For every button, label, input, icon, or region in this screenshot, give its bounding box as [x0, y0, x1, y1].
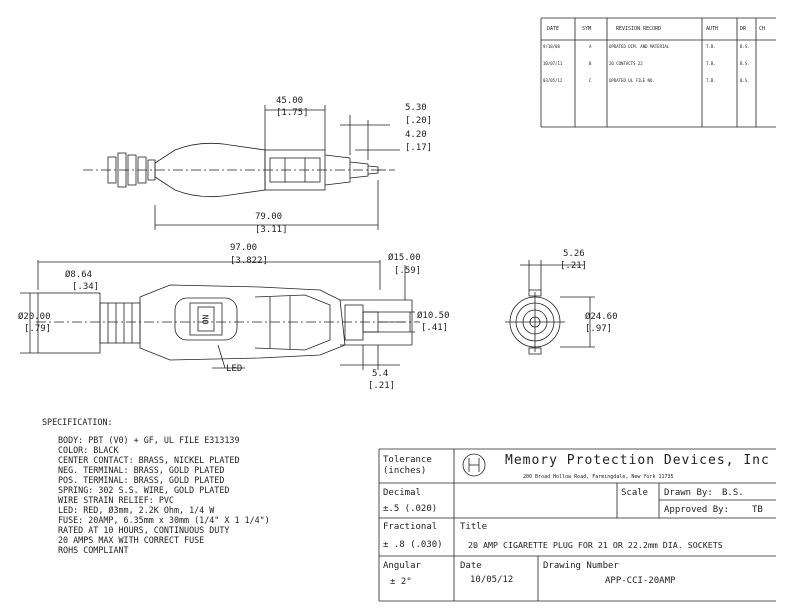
rev-header-record: REVISION RECORD: [616, 26, 662, 32]
drawing-title: 20 AMP CIGARETTE PLUG FOR 21 OR 22.2mm D…: [468, 540, 723, 550]
spec-line: ROHS COMPLIANT: [58, 545, 129, 555]
dim-4-2-in: [.17]: [405, 143, 433, 153]
dim-5-26: 5.26: [563, 249, 585, 259]
angular-value: ± 2°: [390, 577, 412, 587]
drawing-number: APP-CCI-20AMP: [605, 576, 676, 586]
scale-label: Scale: [621, 488, 649, 498]
dim-8-64: Ø8.64: [65, 270, 93, 280]
plug-side-view: [36, 284, 420, 361]
dim-97: 97.00: [230, 243, 258, 253]
rev-row-2-record: 20 CONTACTS 22: [609, 61, 643, 66]
spec-line: SPRING: 302 S.S. WIRE, GOLD PLATED: [58, 485, 230, 495]
rev-row-2-sym: B: [589, 61, 592, 66]
date-value: 10/05/12: [470, 575, 514, 585]
rev-row-2-date: 10/07/11: [543, 61, 563, 66]
dim-79: 79.00: [255, 212, 283, 222]
rev-row-3-sym: C: [589, 78, 592, 83]
tolerance-label: Tolerance: [383, 455, 432, 465]
dim-5-3: 5.30: [405, 103, 427, 113]
rev-row-3-date: 03/05/12: [543, 78, 563, 83]
title-label: Title: [460, 522, 488, 532]
rev-row-2-auth: T.B.: [706, 61, 716, 66]
spec-line: NEG. TERMINAL: BRASS, GOLD PLATED: [58, 465, 225, 475]
drawing-number-label: Drawing Number: [543, 561, 619, 571]
approved-by-value: TB: [752, 505, 763, 515]
rev-row-2-dr: B.S.: [740, 61, 750, 66]
spec-line: LED: RED, Ø3mm, 2.2K Ohm, 1/4 W: [58, 505, 215, 515]
rev-header-dr: DR: [740, 26, 747, 32]
dim-15: Ø15.00: [388, 253, 421, 263]
dim-5-3-in: [.20]: [405, 116, 433, 126]
plug-top-view: [83, 142, 395, 198]
company-address: 200 Broad Hollow Road, Farmingdale, New …: [523, 474, 674, 480]
dim-20-in: [.79]: [24, 324, 52, 334]
spec-line: BODY: PBT (V0) + GF, UL FILE E313139: [58, 435, 240, 445]
rev-header-auth: AUTH: [706, 26, 719, 32]
decimal-value: ±.5 (.020): [383, 504, 438, 514]
rev-row-1-auth: T.B.: [706, 44, 716, 49]
dim-97-in: [3.822]: [230, 256, 268, 266]
company-name: Memory Protection Devices, Inc: [505, 453, 770, 468]
dim-79-in: [3.11]: [255, 225, 288, 235]
dim-5-4: 5.4: [372, 369, 389, 379]
drawn-by-value: B.S.: [722, 488, 744, 498]
drawn-by-label: Drawn By:: [664, 488, 713, 498]
spec-line: POS. TERMINAL: BRASS, GOLD PLATED: [58, 475, 225, 485]
spec-line: CENTER CONTACT: BRASS, NICKEL PLATED: [58, 455, 240, 465]
company-logo: [462, 453, 486, 477]
dim-5-4-in: [.21]: [368, 381, 396, 391]
dimension-lines-top: [37, 105, 400, 290]
revision-table-grid: [540, 17, 776, 128]
rev-header-date: DATE: [547, 26, 560, 32]
tolerance-unit: (inches): [383, 466, 427, 476]
rev-row-1-record: UPDATED DIM. AND MATERIAL: [609, 44, 670, 49]
led-label: LED: [226, 364, 243, 374]
spec-title: SPECIFICATION:: [42, 417, 113, 427]
spec-line: COLOR: BLACK: [58, 445, 119, 455]
rev-row-3-dr: B.S.: [740, 78, 750, 83]
angular-label: Angular: [383, 561, 421, 571]
switch-on-label: ON: [201, 314, 211, 325]
dim-45: 45.00: [276, 96, 304, 106]
title-block-grid: [378, 448, 776, 602]
rev-header-sym: SYM: [582, 26, 592, 32]
dim-10-5: Ø10.50: [417, 311, 450, 321]
decimal-label: Decimal: [383, 488, 421, 498]
dimension-lines-side: [20, 265, 415, 370]
rev-row-3-record: UPDATED UL FILE NO.: [609, 78, 655, 83]
spec-line: FUSE: 20AMP, 6.35mm x 30mm (1/4" X 1 1/4…: [58, 515, 270, 525]
plug-end-view: [505, 260, 595, 355]
dim-20: Ø20.00: [18, 312, 51, 322]
dim-5-26-in: [.21]: [560, 261, 588, 271]
dim-45-in: [1.75]: [276, 108, 309, 118]
dim-15-in: [.59]: [394, 266, 422, 276]
approved-by-label: Approved By:: [664, 505, 730, 515]
rev-row-1-dr: B.S.: [740, 44, 750, 49]
dim-4-2: 4.20: [405, 130, 427, 140]
dim-8-64-in: [.34]: [72, 282, 100, 292]
rev-row-1-date: 9/18/08: [543, 44, 560, 49]
rev-row-3-auth: T.B.: [706, 78, 716, 83]
dim-24-6: Ø24.60: [585, 312, 618, 322]
rev-header-ch: CH: [759, 26, 766, 32]
fractional-label: Fractional: [383, 522, 438, 532]
dim-10-5-in: [.41]: [421, 323, 449, 333]
fractional-value: ± .8 (.030): [383, 540, 443, 550]
dim-24-6-in: [.97]: [585, 324, 613, 334]
spec-line: RATED AT 10 HOURS, CONTINUOUS DUTY: [58, 525, 230, 535]
spec-line: 20 AMPS MAX WITH CORRECT FUSE: [58, 535, 205, 545]
date-label: Date: [460, 561, 482, 571]
spec-line: WIRE STRAIN RELIEF: PVC: [58, 495, 174, 505]
rev-row-1-sym: A: [589, 44, 592, 49]
